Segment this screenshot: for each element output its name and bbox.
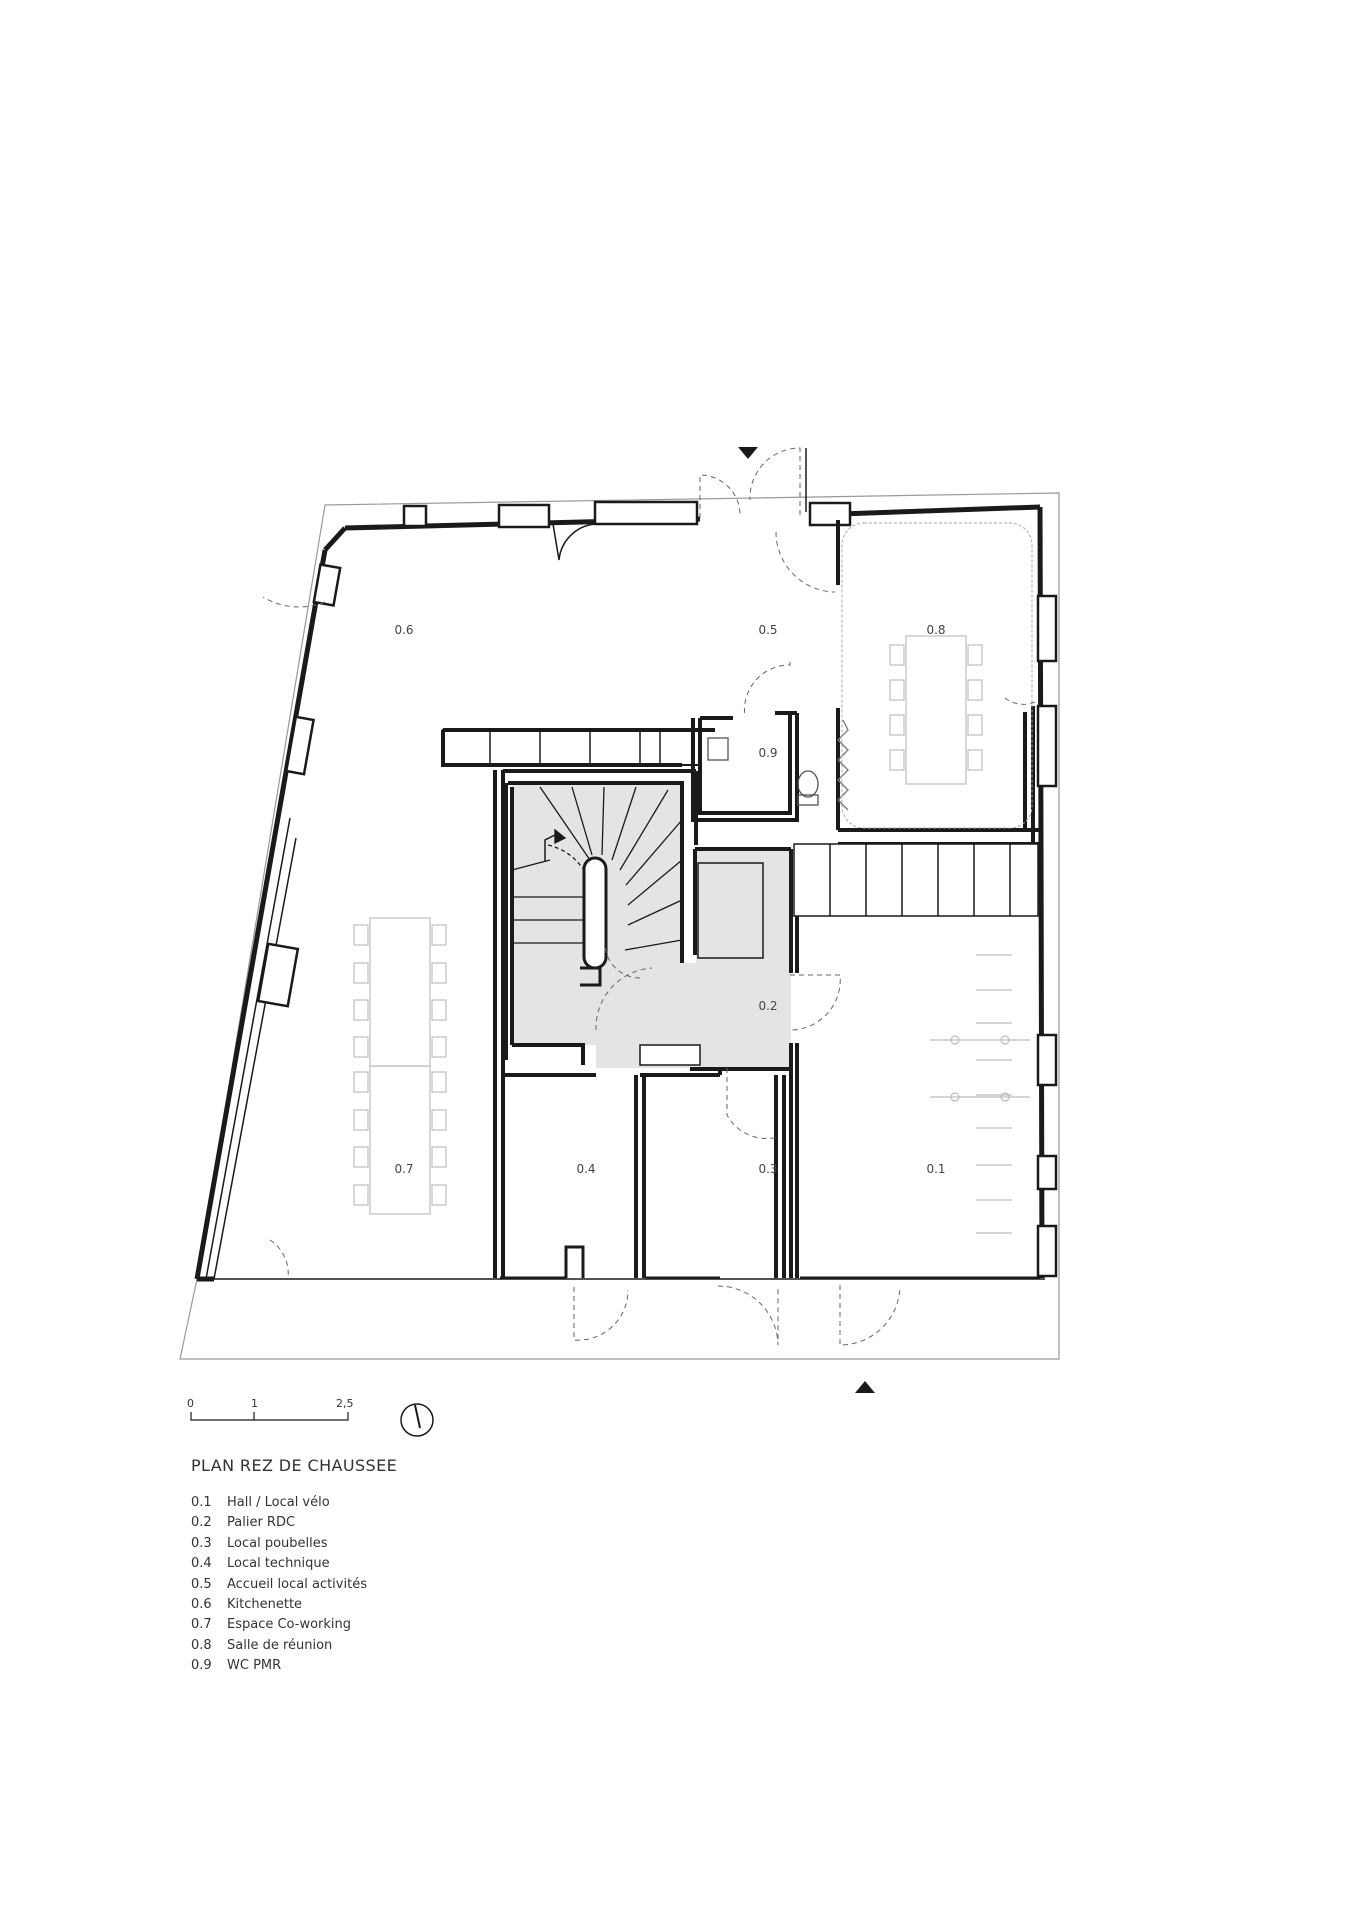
plan-title: PLAN REZ DE CHAUSSEE <box>191 1456 398 1475</box>
room-label-0-4: 0.4 <box>576 1162 595 1176</box>
legend-label: Local technique <box>227 1556 330 1572</box>
wc-fixtures <box>707 719 849 811</box>
legend-item: 0.3 Local poubelles <box>191 1534 611 1554</box>
legend-item: 0.9 WC PMR <box>191 1656 611 1676</box>
legend-label: Salle de réunion <box>227 1637 333 1653</box>
legend-code: 0.7 <box>191 1617 212 1633</box>
north-arrow-icon <box>400 1403 434 1437</box>
room-label-0-7: 0.7 <box>394 1162 413 1176</box>
windows <box>256 500 1058 1278</box>
bike-parking <box>930 954 1030 1234</box>
room-label-0-6: 0.6 <box>394 623 413 637</box>
interior-walls <box>441 520 1040 1280</box>
legend-code: 0.1 <box>191 1495 212 1510</box>
legend-item: 0.7 Espace Co-working <box>191 1615 611 1635</box>
legend-label: Espace Co-working <box>227 1617 352 1633</box>
room-label-0-1: 0.1 <box>926 1162 945 1176</box>
legend-item: 0.2 Palier RDC <box>191 1513 611 1533</box>
scale-bar <box>190 1412 349 1421</box>
room-label-0-8: 0.8 <box>926 623 945 637</box>
room-label-0-3: 0.3 <box>758 1162 777 1176</box>
legend-code: 0.3 <box>191 1535 212 1551</box>
legend-code: 0.6 <box>191 1597 212 1613</box>
legend-label: Palier RDC <box>227 1515 296 1531</box>
entrance-arrow-bottom <box>855 1381 875 1393</box>
legend-item: 0.5 Accueil local activités <box>191 1575 611 1595</box>
legend-label: WC PMR <box>227 1658 282 1674</box>
legend-item: 0.6 Kitchenette <box>191 1595 611 1615</box>
legend-code: 0.2 <box>191 1515 212 1531</box>
legend-item: 0.1 Hall / Local vélo <box>191 1493 611 1513</box>
circulation-core-fill <box>512 783 791 1068</box>
legend-label: Kitchenette <box>227 1597 303 1613</box>
door-swings <box>262 447 1036 1346</box>
scale-label-2-5: 2,5 <box>336 1397 354 1410</box>
storage-units <box>489 730 1039 1066</box>
room-label-0-9: 0.9 <box>758 746 777 760</box>
entrance-arrow-top <box>738 447 758 459</box>
meeting-table <box>889 635 983 785</box>
legend-item: 0.4 Local technique <box>191 1554 611 1574</box>
room-label-0-2: 0.2 <box>758 999 777 1013</box>
scale-label-0: 0 <box>187 1397 194 1410</box>
coworking-table <box>353 917 447 1215</box>
staircase <box>511 786 683 987</box>
legend-label: Hall / Local vélo <box>227 1495 330 1510</box>
legend-code: 0.8 <box>191 1637 212 1653</box>
legend-item: 0.8 Salle de réunion <box>191 1636 611 1656</box>
meeting-room-outline <box>841 522 1033 829</box>
legend: PLAN REZ DE CHAUSSEE 0.1 Hall / Local vél… <box>191 1456 611 1677</box>
legend-code: 0.4 <box>191 1556 212 1572</box>
doors-solid <box>552 448 807 561</box>
room-label-0-5: 0.5 <box>758 623 777 637</box>
legend-label: Accueil local activités <box>227 1576 367 1592</box>
scale-label-1: 1 <box>251 1397 258 1410</box>
legend-label: Local poubelles <box>227 1535 328 1551</box>
legend-code: 0.5 <box>191 1576 212 1592</box>
legend-code: 0.9 <box>191 1658 212 1674</box>
